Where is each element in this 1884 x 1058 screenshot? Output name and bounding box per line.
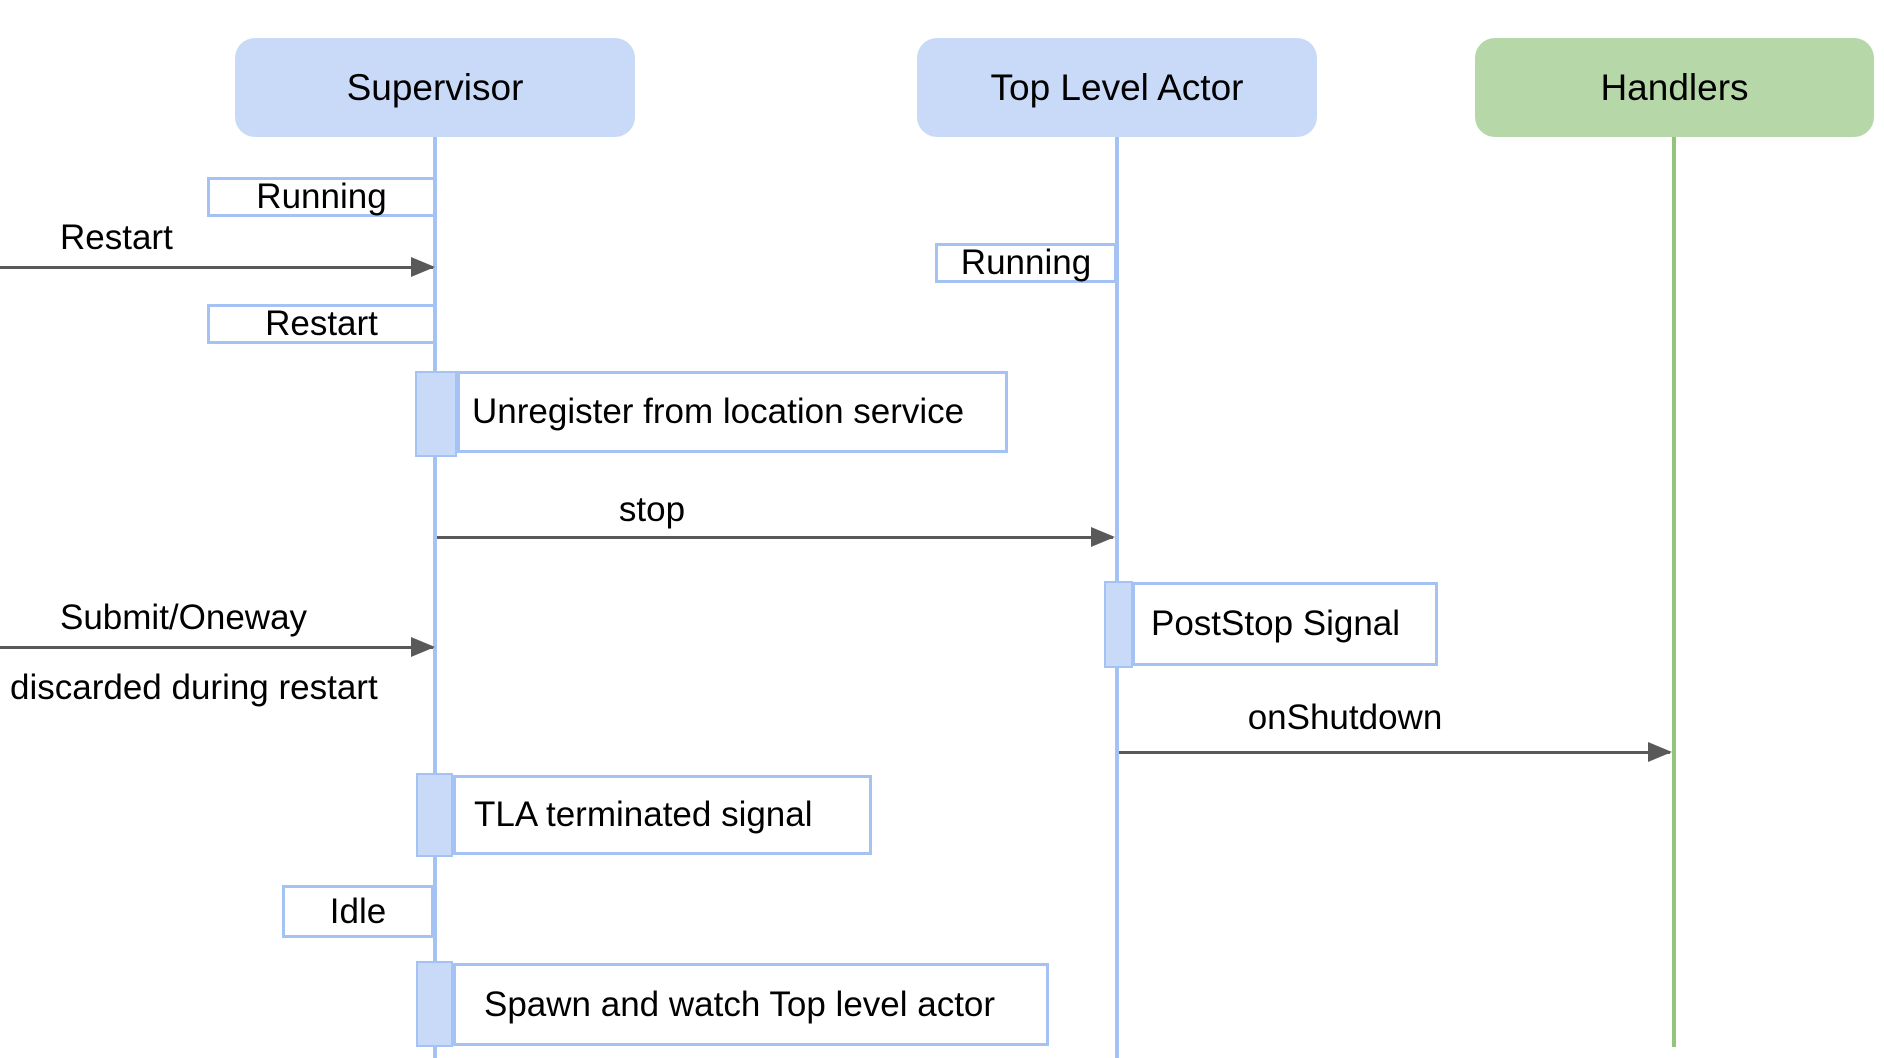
activity-box-poststop-signal: PostStop Signal [1132,582,1438,666]
message-arrow-onshutdown [1119,742,1672,762]
activation-bar-poststop [1104,581,1133,668]
actor-top-level-actor: Top Level Actor [917,38,1317,137]
actor-handlers: Handlers [1475,38,1874,137]
activity-box-tla-terminated-signal: TLA terminated signal [453,775,872,855]
message-label-restart: Restart [60,218,173,257]
message-arrow-restart [0,257,435,277]
message-arrow-submit-oneway [0,637,435,657]
actor-supervisor: Supervisor [235,38,635,137]
arrow-head [411,257,435,277]
state-box-supervisor-restart: Restart [207,304,436,344]
state-box-supervisor-idle: Idle [282,885,434,938]
state-box-tla-running: Running [935,243,1117,283]
state-box-supervisor-running: Running [207,177,436,217]
message-note-discarded-during-restart: discarded during restart [10,668,378,707]
activity-box-spawn-and-watch: Spawn and watch Top level actor [453,963,1049,1046]
activity-box-unregister: Unregister from location service [457,371,1008,453]
message-label-stop: stop [618,490,686,529]
arrow-head [411,637,435,657]
activation-bar-spawn [416,961,453,1047]
activation-bar-unregister [415,371,457,457]
arrow-head [1648,742,1672,762]
message-label-submit-oneway: Submit/Oneway [60,598,308,637]
lifeline-supervisor [433,137,437,1058]
message-label-onshutdown: onShutdown [1247,698,1443,737]
activation-bar-tla-terminated [416,773,453,857]
lifeline-handlers [1672,137,1676,1047]
message-arrow-stop [437,527,1115,547]
arrow-head [1091,527,1115,547]
